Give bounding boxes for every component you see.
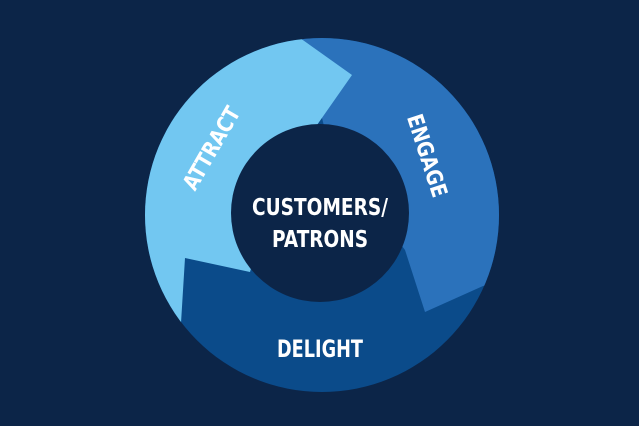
center-label-line2: PATRONS [272, 227, 368, 253]
segment-label-delight: DELIGHT [277, 335, 363, 363]
center-hub [231, 124, 409, 302]
center-label-line1: CUSTOMERS/ [252, 195, 388, 221]
